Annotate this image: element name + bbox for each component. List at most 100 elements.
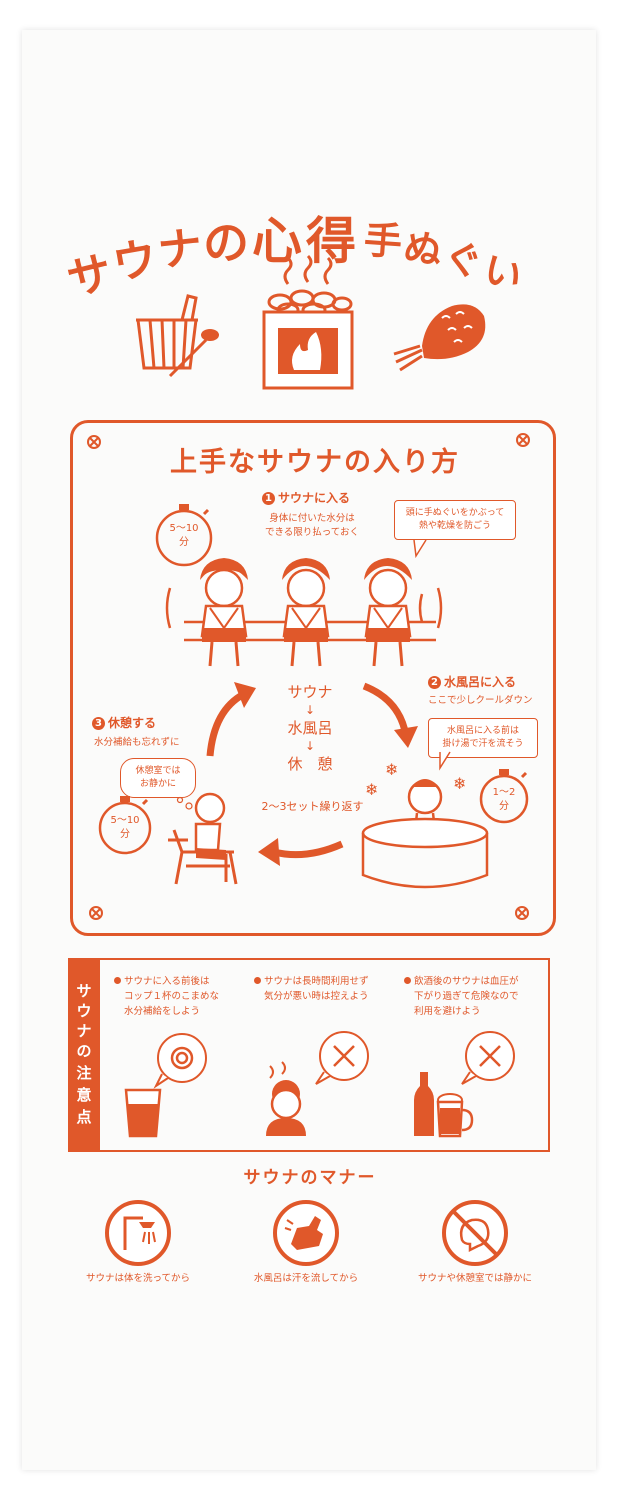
flow-water-bath: 水風呂 xyxy=(287,719,333,737)
dizzy-person-bad-icon xyxy=(266,1031,369,1136)
side-char: ウ xyxy=(76,1002,92,1020)
svg-text:❄: ❄ xyxy=(385,760,398,779)
step1-timer: 5〜10 分 xyxy=(160,522,208,549)
manner-caption-quiet: サウナや休憩室では静かに xyxy=(417,1273,532,1284)
bullet xyxy=(114,977,121,984)
manners-heading: サウナのマナー xyxy=(243,1168,377,1188)
step3-tip-bubble: 休憩室では お静かに xyxy=(120,758,196,799)
title-char: ぐ xyxy=(439,233,487,286)
timer-value: 5〜10 xyxy=(169,523,199,534)
corner-screw-icon xyxy=(87,435,101,449)
cycle-arrow-bottom xyxy=(258,838,344,866)
timer-icon xyxy=(155,504,213,567)
caution-line: 飲酒後のサウナは血圧が xyxy=(414,976,519,987)
manner-caption-rinse: 水風呂は汗を流してから xyxy=(253,1273,359,1284)
step-number-badge: 2 xyxy=(428,676,441,689)
bullet xyxy=(404,977,411,984)
timer-icon xyxy=(98,796,152,855)
flow-arrow: ↓ xyxy=(304,703,316,717)
side-char: 注 xyxy=(76,1064,92,1082)
bubble-tail xyxy=(413,539,427,559)
bubble-line: お静かに xyxy=(139,779,176,790)
title-char: サ xyxy=(62,246,118,307)
bucket-ladle-icon xyxy=(136,294,219,378)
bubble-line: 掛け湯で汗を流そう xyxy=(442,739,524,750)
flow-arrow: ↓ xyxy=(304,739,316,753)
side-char: サ xyxy=(76,982,92,1000)
timer-unit: 分 xyxy=(499,800,509,812)
title-char: の xyxy=(201,214,251,272)
cold-bath-person: ❄ ❄ ❄ xyxy=(361,760,489,889)
towel-title: サ ウ ナ の 心 得 手 ぬ ぐ い xyxy=(0,0,618,330)
step1-title-text: サウナに入る xyxy=(278,491,351,505)
side-char: 意 xyxy=(76,1086,92,1104)
timer-unit: 分 xyxy=(120,828,130,840)
rinse-icon xyxy=(273,1200,339,1266)
step3-title-text: 休憩する xyxy=(108,716,157,730)
caution-line: 気分が悪い時は控えよう xyxy=(264,991,369,1003)
flow-rest: 休 憩 xyxy=(287,755,333,773)
step1-note: 身体に付いた水分は できる限り払っておく xyxy=(262,512,362,540)
timer-unit: 分 xyxy=(179,536,189,548)
title-char: い xyxy=(478,245,528,300)
timer-icon xyxy=(479,769,529,824)
bubble-line: 頭に手ぬぐいをかぶって xyxy=(405,508,505,518)
step-number-badge: 1 xyxy=(262,492,275,505)
cycle-arrow-left xyxy=(206,682,256,757)
caution-line: 下がり過ぎて危険なので xyxy=(414,991,519,1003)
caution-side-label: サ ウ ナ の 注 意 点 xyxy=(68,958,100,1152)
step1-note-line: 身体に付いた水分は xyxy=(269,513,355,524)
resting-person-chair xyxy=(168,792,238,885)
corner-screw-icon xyxy=(89,906,103,920)
step1-tip-bubble: 頭に手ぬぐいをかぶって 熱や乾燥を防ごう xyxy=(394,500,516,541)
step2-note: ここで少しクールダウン xyxy=(428,695,533,706)
timer-value: 5〜10 xyxy=(110,815,140,826)
caution-line: サウナに入る前後は xyxy=(124,976,210,987)
flow-sauna: サウナ xyxy=(287,683,333,701)
cycle-flow: サウナ ↓ 水風呂 ↓ 休 憩 xyxy=(255,680,365,776)
bubble-line: 熱や乾燥を防ごう xyxy=(418,521,491,532)
sauna-bench-people xyxy=(165,558,443,667)
step2-tip-bubble: 水風呂に入る前は 掛け湯で汗を流そう xyxy=(428,718,538,759)
corner-screw-icon xyxy=(516,433,530,447)
step3-timer: 5〜10 分 xyxy=(103,814,147,841)
bubble-tail xyxy=(439,751,451,771)
title-char: ぬ xyxy=(401,223,446,274)
sauna-stove-icon xyxy=(262,254,354,390)
title-char: ナ xyxy=(155,221,205,278)
step-number-badge: 3 xyxy=(92,717,105,730)
side-char: 点 xyxy=(76,1108,92,1126)
side-char: の xyxy=(76,1042,92,1060)
step1-note-line: できる限り払っておく xyxy=(264,526,360,538)
step3-note: 水分補給も忘れずに xyxy=(94,737,180,748)
caution-item-hydration: サウナに入る前後は コップ１杯のこまめな 水分補給をしよう xyxy=(114,974,254,1020)
caution-line: コップ１杯のこまめな xyxy=(124,991,220,1003)
caution-item-duration: サウナは長時間利用せず 気分が悪い時は控えよう xyxy=(254,974,394,1004)
svg-text:❄: ❄ xyxy=(365,780,378,799)
caution-line: 水分補給をしよう xyxy=(124,1006,201,1018)
svg-text:❄: ❄ xyxy=(453,774,466,793)
manner-caption-wash: サウナは体を洗ってから xyxy=(85,1273,191,1284)
cycle-arrow-right xyxy=(362,682,418,748)
title-char: ウ xyxy=(108,232,162,291)
caution-line: 利用を避けよう xyxy=(414,1006,481,1018)
title-char: 得 xyxy=(306,211,356,270)
step2-title-text: 水風呂に入る xyxy=(444,675,517,689)
water-cup-good-icon xyxy=(124,1033,207,1138)
corner-screw-icon xyxy=(515,906,529,920)
caution-item-alcohol: 飲酒後のサウナは血圧が 下がり過ぎて危険なので 利用を避けよう xyxy=(404,974,544,1020)
step2-timer: 1〜2 分 xyxy=(484,786,524,813)
caution-line: サウナは長時間利用せず xyxy=(264,976,369,987)
side-char: ナ xyxy=(76,1022,92,1040)
bubble-line: 休憩室では xyxy=(135,766,181,776)
title-char: 心 xyxy=(252,211,302,270)
bullet xyxy=(254,977,261,984)
no-talking-icon xyxy=(442,1200,508,1266)
thought-dots xyxy=(176,796,193,810)
alcohol-bad-icon xyxy=(414,1031,515,1138)
guide-heading: 上手なサウナの入り方 xyxy=(170,447,460,478)
title-char: 手 xyxy=(362,216,404,265)
